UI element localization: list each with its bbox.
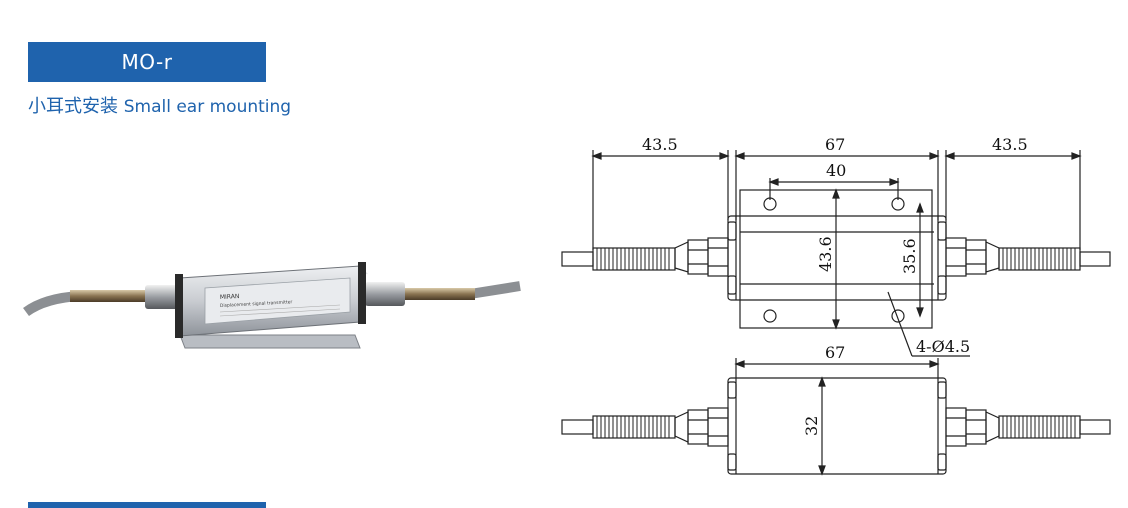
product-photo: MIRAN Displacement signal transmitter	[23, 262, 521, 349]
dim-left-length: 43.5	[642, 135, 678, 154]
model-label: MO-r	[121, 50, 173, 74]
label-brand: MIRAN	[220, 293, 240, 301]
right-spring	[405, 288, 475, 300]
model-tab: MO-r	[28, 42, 266, 82]
left-gland	[145, 285, 183, 309]
right-endcap	[358, 262, 366, 324]
dim-side-length: 67	[825, 343, 845, 362]
dim-body-width: 43.6	[816, 236, 835, 272]
housing-side-view	[727, 377, 947, 475]
mount-bracket	[179, 334, 361, 349]
mount-type-heading: 小耳式安装 Small ear mounting	[28, 92, 291, 118]
dim-hole-pitch: 35.6	[900, 238, 919, 274]
mount-type-cn: 小耳式安装	[28, 96, 118, 117]
left-endcap	[175, 274, 183, 338]
dim-side-height: 32	[802, 416, 821, 436]
footer-accent-bar	[28, 502, 266, 508]
right-cable	[469, 281, 521, 299]
right-gland	[365, 282, 405, 306]
dim-hole-spacing: 40	[826, 161, 846, 180]
dim-body-length: 67	[825, 135, 845, 154]
label-text: Displacement signal transmitter	[220, 299, 293, 309]
dim-right-length: 43.5	[992, 135, 1028, 154]
left-spring	[70, 290, 150, 302]
hole-callout: 4-Ø4.5	[916, 337, 970, 356]
mount-type-en: Small ear mounting	[123, 97, 292, 117]
dimension-drawing: 43.5 67 43.5 40 43.6 35.6 4-Ø4.5 67 32	[561, 135, 1111, 476]
product-label	[204, 277, 351, 325]
